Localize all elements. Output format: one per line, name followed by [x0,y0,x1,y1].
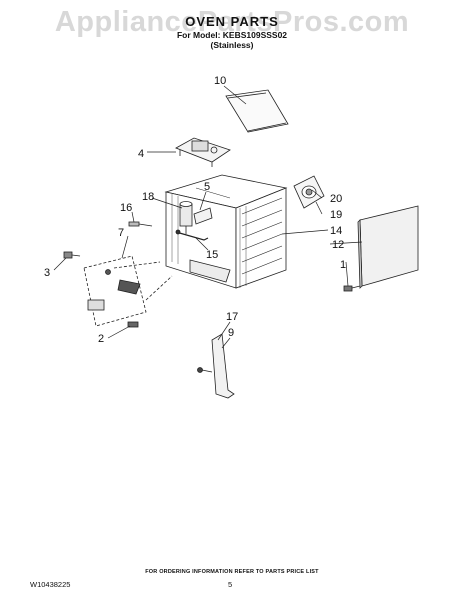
leader-lines [53,85,363,349]
model-line: For Model: KEBS109SSS02 [176,30,288,40]
part-sensor [179,201,213,234]
callout-10: 10 [214,75,226,87]
callout-15: 15 [206,249,218,261]
page-number: 5 [228,580,233,589]
callout-2: 2 [98,333,104,345]
callout-12: 12 [332,239,344,251]
part-element [175,229,209,241]
document-number: W10438225 [30,580,71,589]
part-control-bracket [83,255,173,328]
callout-16: 16 [120,202,132,214]
callout-19: 19 [330,209,342,221]
page-title: OVEN PARTS [185,14,279,29]
ordering-note: FOR ORDERING INFORMATION REFER TO PARTS … [145,569,319,575]
part-screw-3 [63,251,81,259]
part-lower-bracket [197,333,235,399]
callout-5: 5 [204,181,210,193]
model-subtitle: For Model: KEBS109SSS02 (Stainless) [0,30,464,50]
callout-7: 7 [118,227,124,239]
part-door [357,205,419,289]
callout-1: 1 [340,259,346,271]
part-screw-1 [343,285,361,292]
callout-17: 17 [226,311,238,323]
callout-3: 3 [44,267,50,279]
part-oven-cavity [164,174,288,289]
part-top-panel [225,89,289,133]
callout-4: 4 [138,148,144,160]
watermark: AppliancePartsPros.com [54,6,410,38]
callout-20: 20 [330,193,342,205]
part-hinge-bracket [293,175,325,209]
part-screw-16 [128,221,153,227]
callout-18: 18 [142,191,154,203]
callout-9: 9 [228,327,234,339]
part-module [175,137,231,167]
callout-14: 14 [330,225,342,237]
finish-label: (Stainless) [210,40,254,50]
